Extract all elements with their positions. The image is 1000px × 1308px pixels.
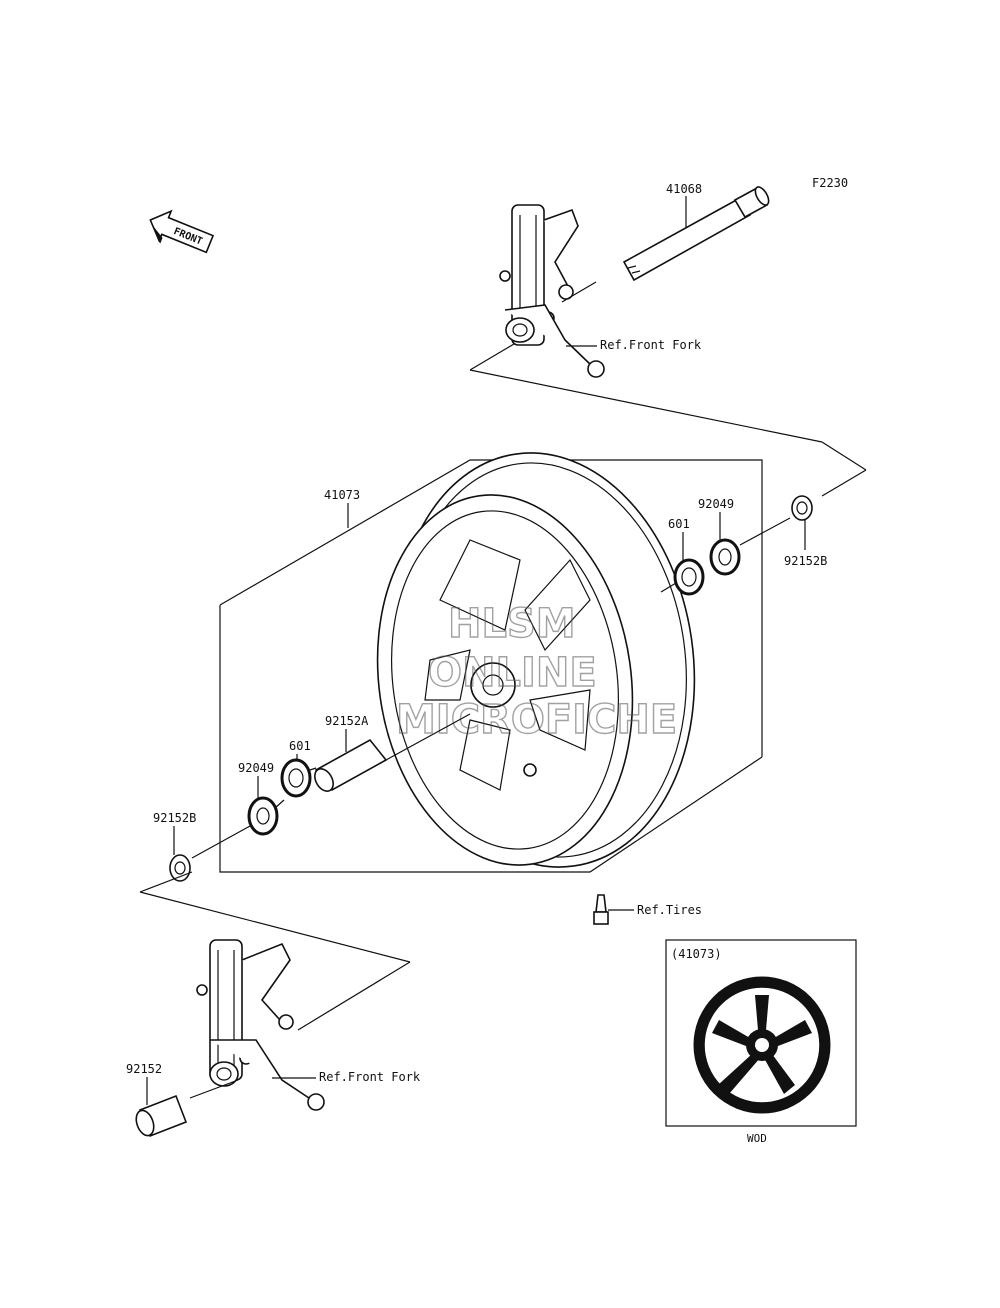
label-collar-bottom: 92152 (126, 1062, 162, 1076)
watermark-line-3: MICROFICHE (396, 697, 677, 743)
sleeve-92152A (314, 738, 388, 792)
seal-left-92049 (247, 796, 279, 836)
label-sleeve: 92152A (325, 714, 369, 728)
label-collar-right: 92152B (784, 554, 827, 568)
tire-valve (593, 894, 609, 925)
inset-box: (41073) WOD (665, 939, 857, 1145)
watermark-line-2: ONLINE (428, 650, 597, 696)
ref-fork-top: Ref.Front Fork (600, 338, 702, 352)
label-bearing-left: 601 (289, 739, 311, 753)
diagram-code: F2230 (812, 176, 848, 190)
front-wheel (376, 452, 696, 868)
label-bearing-right: 601 (668, 517, 690, 531)
label-collar-left: 92152B (153, 811, 196, 825)
watermark-line-1: HLSM (448, 601, 576, 647)
collar-92152 (135, 1094, 188, 1138)
watermark: HLSM ONLINE MICROFICHE (395, 600, 678, 743)
bearing-left-601 (280, 758, 312, 798)
label-seal-right: 92049 (698, 497, 734, 511)
label-wheel: 41073 (324, 488, 360, 502)
upper-fork (499, 204, 605, 378)
collar-right-92152B (791, 495, 813, 521)
lower-fork (196, 939, 325, 1111)
front-arrow-icon: FRONT (149, 209, 215, 254)
bearing-right-601 (673, 558, 705, 596)
seal-right-92049 (709, 538, 741, 576)
label-axle: 41068 (666, 182, 702, 196)
ref-fork-bottom: Ref.Front Fork (319, 1070, 421, 1084)
axle-41068 (622, 186, 770, 282)
ref-tires: Ref.Tires (637, 903, 702, 917)
inset-caption: WOD (747, 1132, 767, 1145)
label-seal-left: 92049 (238, 761, 274, 775)
inset-title: (41073) (671, 947, 722, 961)
